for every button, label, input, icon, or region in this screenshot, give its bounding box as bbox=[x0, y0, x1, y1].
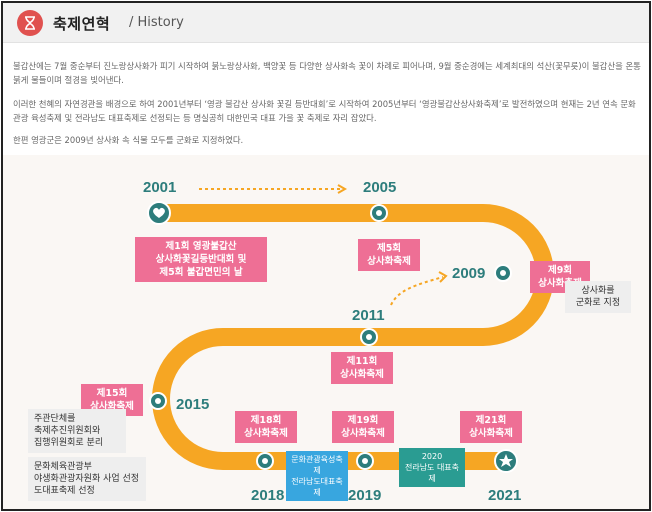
node-2011 bbox=[360, 328, 378, 346]
timeline-track bbox=[150, 184, 554, 470]
section-header: 축제연혁 / History bbox=[3, 3, 649, 43]
event-2005: 제5회 상사화축제 bbox=[358, 239, 420, 271]
note-2015-selection: 문화체육관광부 야생화관광자원화 사업 선정 도대표축제 선정 bbox=[28, 457, 146, 501]
node-2018 bbox=[256, 452, 274, 470]
event-2009: 제9회 상사화축제 bbox=[530, 261, 590, 293]
node-2019 bbox=[356, 452, 374, 470]
hourglass-icon bbox=[17, 10, 43, 36]
page-subtitle: / History bbox=[129, 15, 184, 30]
page-title: 축제연혁 bbox=[53, 15, 111, 33]
note-2015-organization: 주관단체를 축제추진위원회와 집행위원회로 분리 bbox=[28, 409, 126, 453]
intro-paragraph-2: 이러한 천혜의 자연경관을 배경으로 하여 2001년부터 ‘영광 불갑산 상사… bbox=[13, 99, 636, 123]
year-2009: 2009 bbox=[452, 265, 486, 282]
badge-2019: 2020 전라남도 대표축제 bbox=[399, 448, 465, 487]
event-2001: 제1회 영광불갑산 상사화꽃길등반대회 및 제5회 불갑면민의 날 bbox=[135, 237, 267, 282]
event-2019: 제19회 상사화축제 bbox=[332, 411, 394, 443]
timeline: 2001 2005 2009 2011 2015 2018 2019 2021 … bbox=[3, 155, 649, 509]
intro-paragraph-1: 불갑산에는 7월 중순부터 진노랑상사화가 피기 시작하여 붉노랑상사화, 백양… bbox=[13, 61, 641, 85]
year-2019: 2019 bbox=[348, 487, 382, 504]
node-2009 bbox=[494, 264, 512, 282]
year-2001: 2001 bbox=[143, 179, 177, 196]
year-2021: 2021 bbox=[488, 487, 522, 504]
note-2009: 상사화를 군화로 지정 bbox=[565, 281, 631, 313]
node-2015 bbox=[149, 392, 167, 410]
year-2005: 2005 bbox=[363, 179, 397, 196]
heart-icon bbox=[147, 201, 171, 225]
intro-paragraph-3: 한편 영광군은 2009년 상사화 속 식물 모두를 군화로 지정하였다. bbox=[13, 135, 244, 145]
badge-2018: 문화관광육성축제 전라남도대표축제 bbox=[286, 451, 348, 501]
star-icon bbox=[494, 449, 518, 473]
year-2011: 2011 bbox=[352, 307, 385, 324]
year-2015: 2015 bbox=[176, 396, 210, 413]
event-2021: 제21회 상사화축제 bbox=[460, 411, 522, 443]
event-2011: 제11회 상사화축제 bbox=[331, 352, 393, 384]
event-2018: 제18회 상사화축제 bbox=[235, 411, 297, 443]
node-2005 bbox=[370, 204, 388, 222]
year-2018: 2018 bbox=[251, 487, 285, 504]
